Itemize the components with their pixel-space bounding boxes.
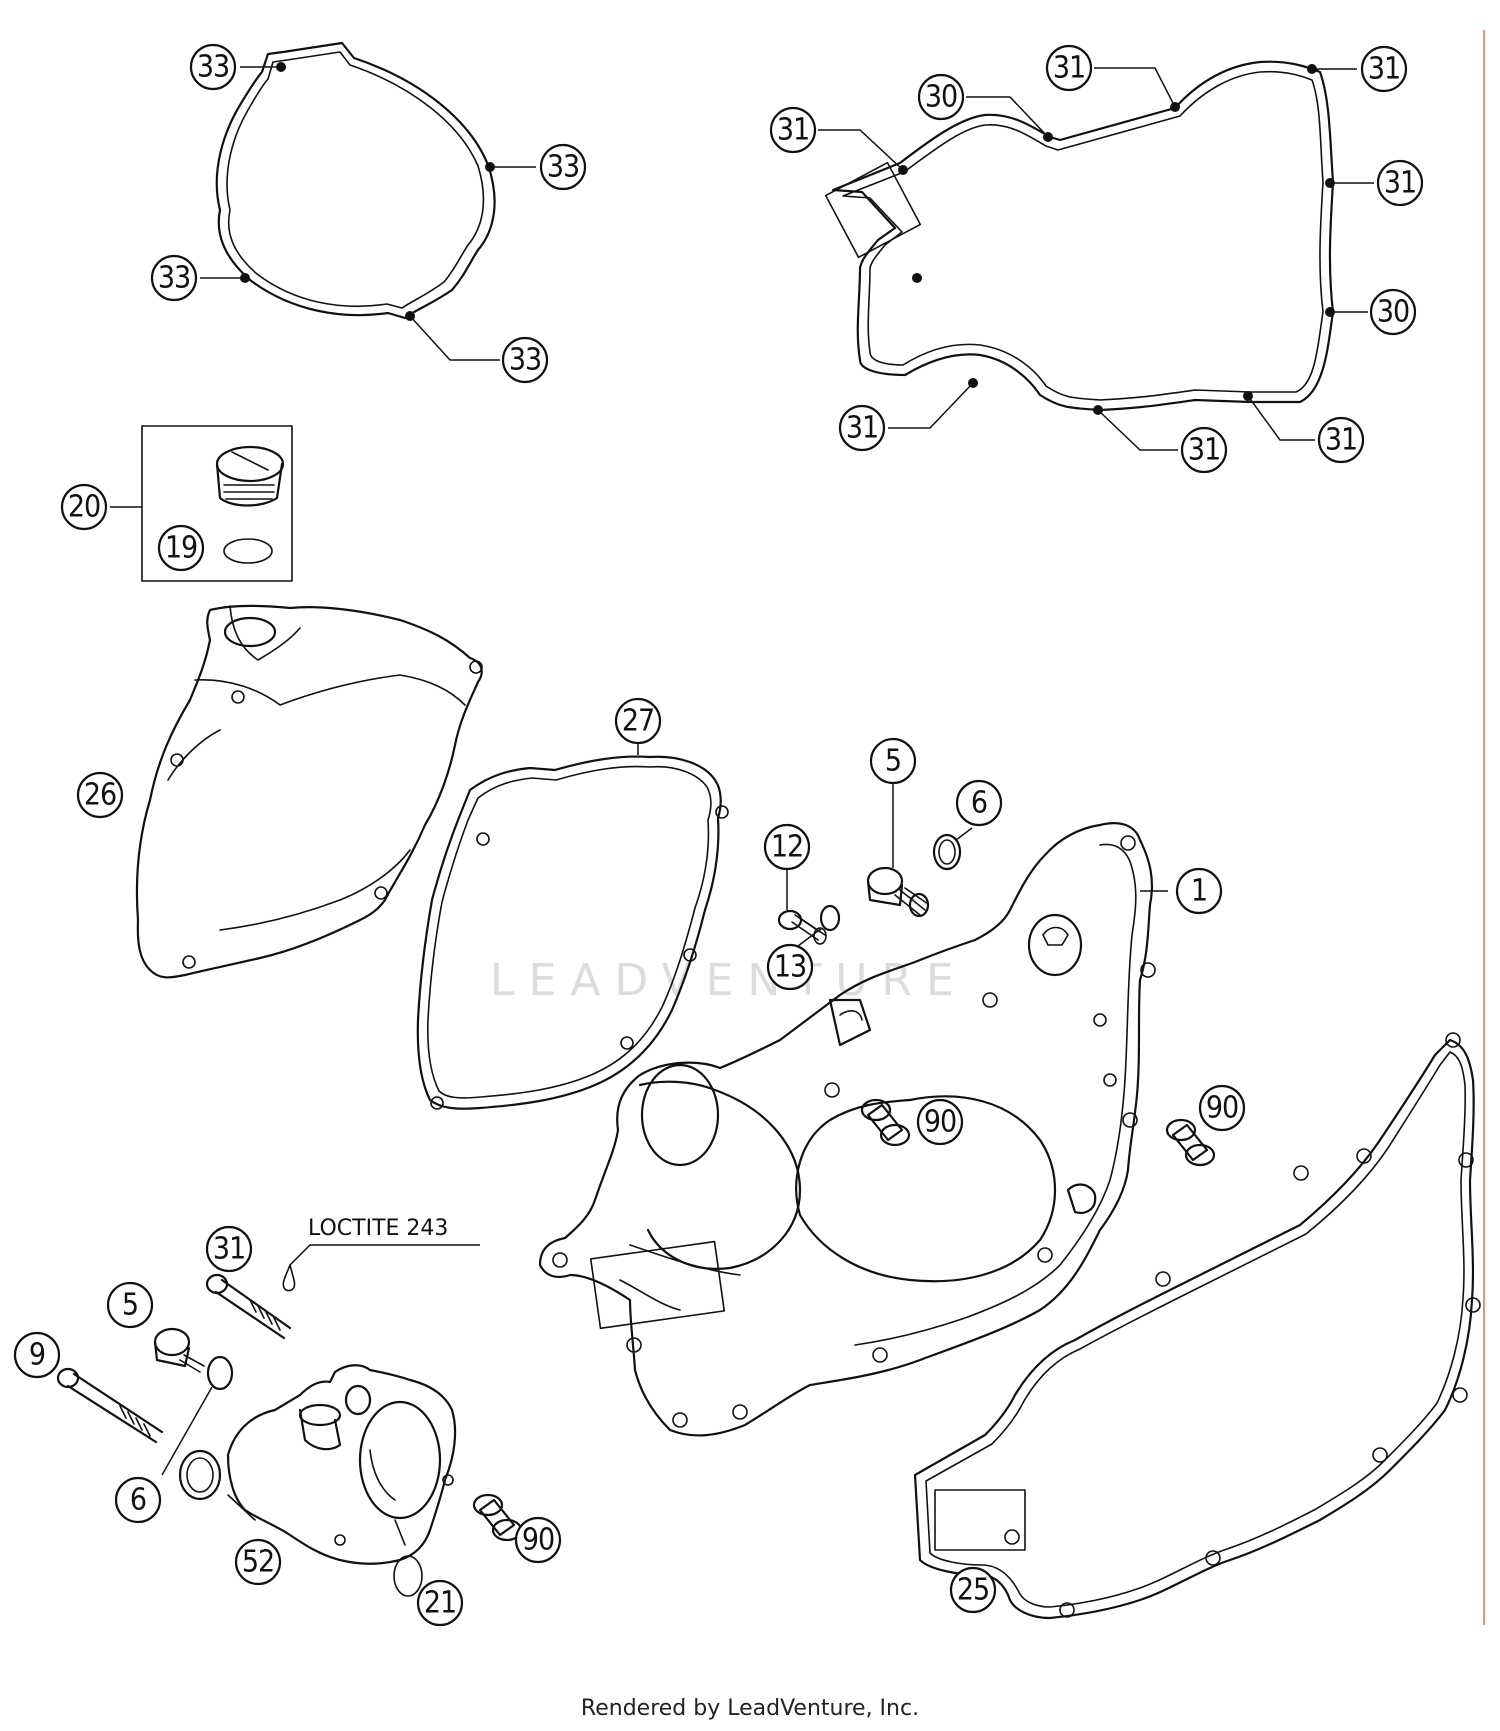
callout-90-b[interactable]: 90 <box>1198 1084 1246 1132</box>
callout-52[interactable]: 52 <box>234 1538 282 1586</box>
svg-text:31: 31 <box>846 411 878 446</box>
svg-text:5: 5 <box>885 744 901 779</box>
callout-19[interactable]: 19 <box>157 524 205 572</box>
svg-text:5: 5 <box>122 1288 138 1323</box>
callout-30-a[interactable]: 30 <box>917 73 965 121</box>
watermark-text: LEADVENTURE <box>490 955 968 1006</box>
outer-cover-1 <box>538 822 1154 1437</box>
callout-9[interactable]: 9 <box>13 1331 61 1379</box>
callout-31-f[interactable]: 31 <box>1180 426 1228 474</box>
svg-text:90: 90 <box>522 1523 554 1558</box>
callout-31-e[interactable]: 31 <box>838 404 886 452</box>
svg-text:9: 9 <box>29 1338 45 1373</box>
gasket-31-inner <box>842 70 1324 401</box>
callout-5-bottom[interactable]: 5 <box>106 1281 154 1329</box>
gasket-33-outline <box>215 41 496 320</box>
callout-25[interactable]: 25 <box>949 1566 997 1614</box>
svg-text:26: 26 <box>84 778 116 813</box>
svg-text:33: 33 <box>158 261 190 296</box>
screw-9 <box>56 1367 164 1444</box>
svg-text:33: 33 <box>547 150 579 185</box>
gasket-25 <box>913 1038 1475 1620</box>
svg-text:31: 31 <box>213 1232 245 1267</box>
gasket-27 <box>416 755 722 1110</box>
svg-text:19: 19 <box>165 531 197 566</box>
callout-5-top[interactable]: 5 <box>869 737 917 785</box>
o-ring-21 <box>393 1555 423 1597</box>
oil-plug <box>215 445 285 507</box>
svg-text:20: 20 <box>68 490 100 525</box>
screw-plug-5-bottom <box>153 1327 205 1373</box>
svg-text:52: 52 <box>242 1545 274 1580</box>
callout-31-g[interactable]: 31 <box>1317 416 1365 464</box>
loctite-drop <box>282 1264 296 1292</box>
o-ring-19 <box>223 538 273 564</box>
callout-21[interactable]: 21 <box>416 1579 464 1627</box>
svg-text:33: 33 <box>197 50 229 85</box>
svg-text:90: 90 <box>924 1105 956 1140</box>
screw-plug-5-top <box>866 866 930 918</box>
callout-33-c[interactable]: 33 <box>150 254 198 302</box>
callout-90-c[interactable]: 90 <box>514 1516 562 1564</box>
callout-31-c[interactable]: 31 <box>1360 45 1408 93</box>
callout-33-b[interactable]: 33 <box>539 143 587 191</box>
callout-31-bottom[interactable]: 31 <box>205 1225 253 1273</box>
svg-text:25: 25 <box>957 1573 989 1608</box>
dowel-sleeve-90-b <box>1165 1118 1216 1167</box>
svg-text:6: 6 <box>971 786 987 821</box>
loctite-note: LOCTITE 243 <box>308 1216 448 1241</box>
gasket-31-outline <box>831 60 1335 412</box>
callout-1[interactable]: 1 <box>1175 867 1223 915</box>
svg-text:31: 31 <box>1384 166 1416 201</box>
svg-text:1: 1 <box>1191 874 1207 909</box>
callout-31-b[interactable]: 31 <box>1045 44 1093 92</box>
svg-text:31: 31 <box>1368 52 1400 87</box>
callout-33-d[interactable]: 33 <box>501 336 549 384</box>
water-pump-cover-52 <box>226 1364 457 1565</box>
svg-text:31: 31 <box>1188 433 1220 468</box>
svg-text:13: 13 <box>774 950 806 985</box>
callout-27[interactable]: 27 <box>614 697 662 745</box>
callout-6-bottom[interactable]: 6 <box>114 1476 162 1524</box>
clutch-cover-26 <box>135 604 483 979</box>
svg-text:30: 30 <box>925 80 957 115</box>
seal-ring-6-top <box>932 833 962 871</box>
callout-26[interactable]: 26 <box>76 771 124 819</box>
svg-text:21: 21 <box>424 1586 456 1621</box>
dowel-sleeve-90-a <box>860 1098 911 1147</box>
callout-30-b[interactable]: 30 <box>1369 288 1417 336</box>
gasket-33-inner <box>226 51 485 309</box>
plug-kit-box <box>141 425 293 582</box>
screw-31-bottom <box>205 1273 292 1340</box>
callout-13[interactable]: 13 <box>766 943 814 991</box>
svg-text:31: 31 <box>1053 51 1085 86</box>
footer-credit: Rendered by LeadVenture, Inc. <box>580 1696 920 1721</box>
svg-text:33: 33 <box>509 343 541 378</box>
svg-text:30: 30 <box>1377 295 1409 330</box>
callout-31-a[interactable]: 31 <box>769 106 817 154</box>
svg-text:27: 27 <box>622 704 654 739</box>
callout-33-a[interactable]: 33 <box>189 43 237 91</box>
svg-text:90: 90 <box>1206 1091 1238 1126</box>
svg-text:12: 12 <box>771 830 803 865</box>
callout-20[interactable]: 20 <box>60 483 108 531</box>
callout-12[interactable]: 12 <box>763 823 811 871</box>
svg-text:31: 31 <box>777 113 809 148</box>
svg-text:31: 31 <box>1325 423 1357 458</box>
seal-ring-13 <box>819 904 841 932</box>
seal-ring-6-bottom <box>206 1355 234 1391</box>
svg-text:6: 6 <box>130 1483 146 1518</box>
callout-90-a[interactable]: 90 <box>916 1098 964 1146</box>
callout-31-d[interactable]: 31 <box>1376 159 1424 207</box>
screw-12 <box>777 909 827 945</box>
dowel-sleeve-90-c <box>472 1493 523 1542</box>
callout-6-top[interactable]: 6 <box>955 779 1003 827</box>
